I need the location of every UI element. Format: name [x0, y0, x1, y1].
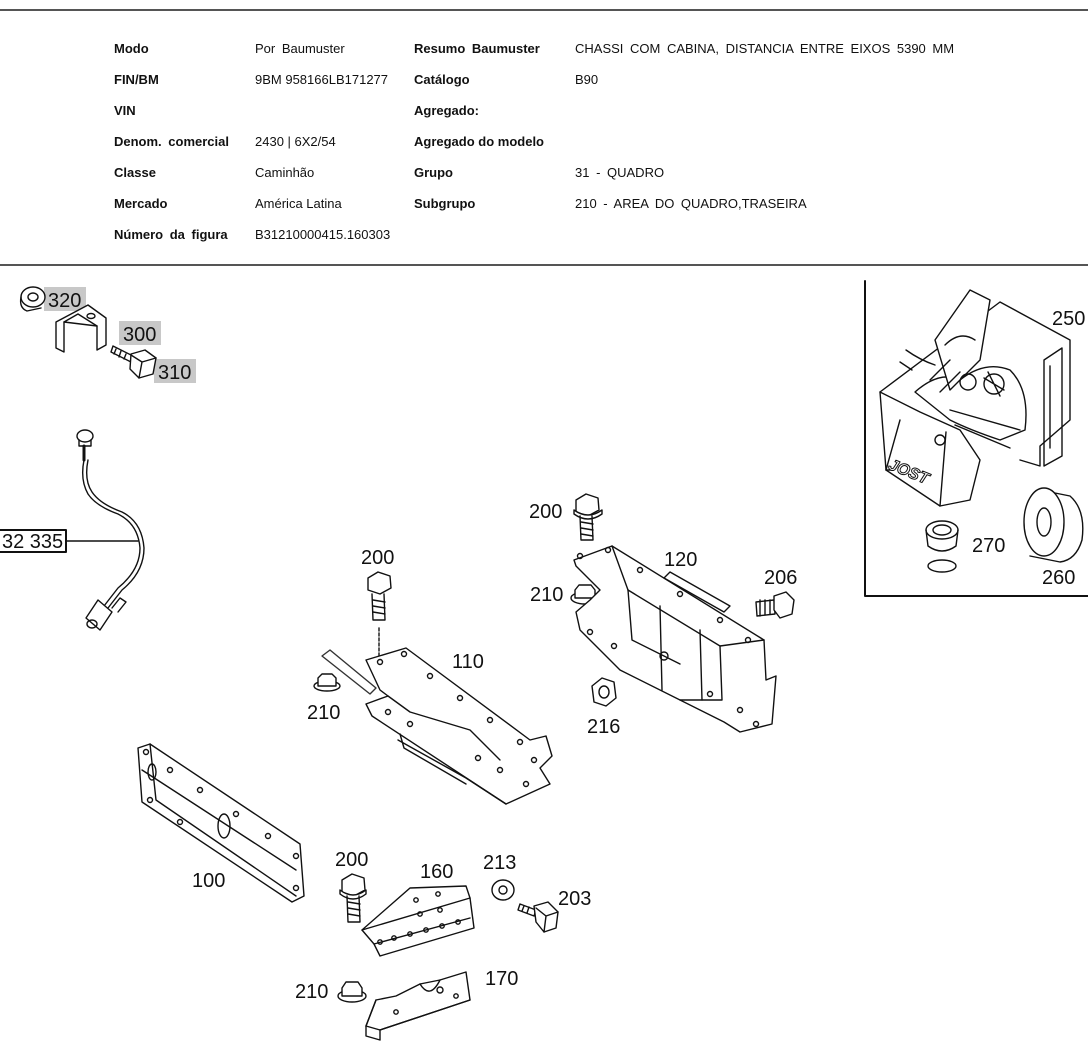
- label-resumo-baumuster: Resumo Baumuster: [414, 41, 540, 56]
- part-206-bolt[interactable]: [755, 591, 795, 619]
- part-200-bolt-upper[interactable]: [367, 571, 392, 657]
- label-grupo: Grupo: [414, 165, 453, 180]
- label-agregado: Agregado:: [414, 103, 479, 118]
- part-310-bolt[interactable]: [110, 345, 157, 379]
- label-catalogo: Catálogo: [414, 72, 470, 87]
- value-subgrupo: 210 - AREA DO QUADRO,TRASEIRA: [575, 196, 807, 211]
- label-numero-da-figura: Número da figura: [114, 227, 228, 242]
- part-250-fifth-wheel[interactable]: [879, 289, 1071, 507]
- label-fin-bm: FIN/BM: [114, 72, 159, 87]
- callout-120[interactable]: 120: [664, 549, 697, 571]
- value-mercado: América Latina: [255, 196, 342, 211]
- model-info-panel: Modo Por Baumuster Resumo Baumuster CHAS…: [0, 0, 1088, 264]
- value-classe: Caminhão: [255, 165, 315, 180]
- callout-270[interactable]: 270: [972, 535, 1005, 557]
- value-denom-comercial: 2430 | 6X2/54: [255, 134, 336, 149]
- label-mercado: Mercado: [114, 196, 168, 211]
- callout-200-right[interactable]: 200: [529, 501, 562, 523]
- callout-203[interactable]: 203: [558, 888, 591, 910]
- value-numero-da-figura: B31210000415.160303: [255, 227, 391, 242]
- callout-206[interactable]: 206: [764, 567, 797, 589]
- label-classe: Classe: [114, 165, 156, 180]
- callout-300[interactable]: 300: [123, 324, 156, 346]
- callout-310[interactable]: 310: [158, 362, 191, 384]
- part-270-bushing[interactable]: [925, 520, 959, 573]
- part-100-channel-rail[interactable]: [137, 743, 305, 903]
- inset-frame: [864, 280, 1088, 597]
- callout-170[interactable]: 170: [485, 968, 518, 990]
- label-vin: VIN: [114, 103, 136, 118]
- part-170-bracket[interactable]: [365, 971, 471, 1041]
- highlight-310: [154, 359, 196, 383]
- part-32335-sensor-cable[interactable]: [76, 429, 145, 631]
- callout-110[interactable]: 110: [452, 651, 484, 673]
- part-213-washer[interactable]: [491, 879, 515, 901]
- label-agregado-do-modelo: Agregado do modelo: [414, 134, 544, 149]
- callout-210-bottom[interactable]: 210: [295, 981, 328, 1003]
- callout-200-lower[interactable]: 200: [335, 849, 368, 871]
- value-modo: Por Baumuster: [255, 41, 345, 56]
- value-fin-bm: 9BM 958166LB171277: [255, 72, 389, 87]
- value-resumo-baumuster: CHASSI COM CABINA, DISTANCIA ENTRE EIXOS…: [575, 41, 955, 56]
- part-210-flange-nut-left[interactable]: [313, 649, 377, 695]
- callout-213[interactable]: 213: [483, 852, 516, 874]
- callout-320[interactable]: 320: [48, 290, 81, 312]
- callout-labels: 320 300 310 32 335 250 270 260 200 200 2…: [2, 290, 1085, 1003]
- exploded-view-drawing: JOST: [0, 280, 1088, 1041]
- part-200-bolt-right[interactable]: [573, 493, 603, 541]
- top-divider: [0, 9, 1088, 11]
- part-200-bolt-lower[interactable]: [339, 873, 367, 923]
- part-120-crossmember[interactable]: [573, 545, 777, 733]
- callout-260[interactable]: 260: [1042, 567, 1075, 589]
- callout-210-right[interactable]: 210: [530, 584, 563, 606]
- section-divider: [0, 264, 1088, 266]
- part-260-rubber-pad[interactable]: [1023, 487, 1084, 563]
- highlight-300: [119, 321, 161, 345]
- callout-250[interactable]: 250: [1052, 308, 1085, 330]
- value-grupo: 31 - QUADRO: [575, 165, 665, 180]
- callout-160[interactable]: 160: [420, 861, 453, 883]
- label-modo: Modo: [114, 41, 149, 56]
- callout-216[interactable]: 216: [587, 716, 620, 738]
- callout-100[interactable]: 100: [192, 870, 225, 892]
- parts-diagram: JOST: [0, 266, 1088, 1042]
- part-216-nut[interactable]: [591, 677, 617, 707]
- part-210-flange-nut-bottom[interactable]: [337, 981, 367, 1003]
- label-denom-comercial: Denom. comercial: [114, 134, 229, 149]
- value-catalogo: B90: [575, 72, 599, 87]
- part-160-bracket[interactable]: [361, 885, 475, 957]
- callout-200-upper[interactable]: 200: [361, 547, 394, 569]
- part-210-flange-nut-right[interactable]: [570, 584, 600, 605]
- callout-210-left[interactable]: 210: [307, 702, 340, 724]
- label-subgrupo: Subgrupo: [414, 196, 476, 211]
- part-300-clip[interactable]: [55, 304, 107, 353]
- highlight-320: [44, 287, 86, 311]
- part-110-bracket-plate[interactable]: [365, 647, 553, 805]
- part-320-washer[interactable]: [19, 286, 46, 312]
- part-203-bolt[interactable]: [517, 901, 559, 933]
- callout-32335[interactable]: 32 335: [2, 531, 63, 553]
